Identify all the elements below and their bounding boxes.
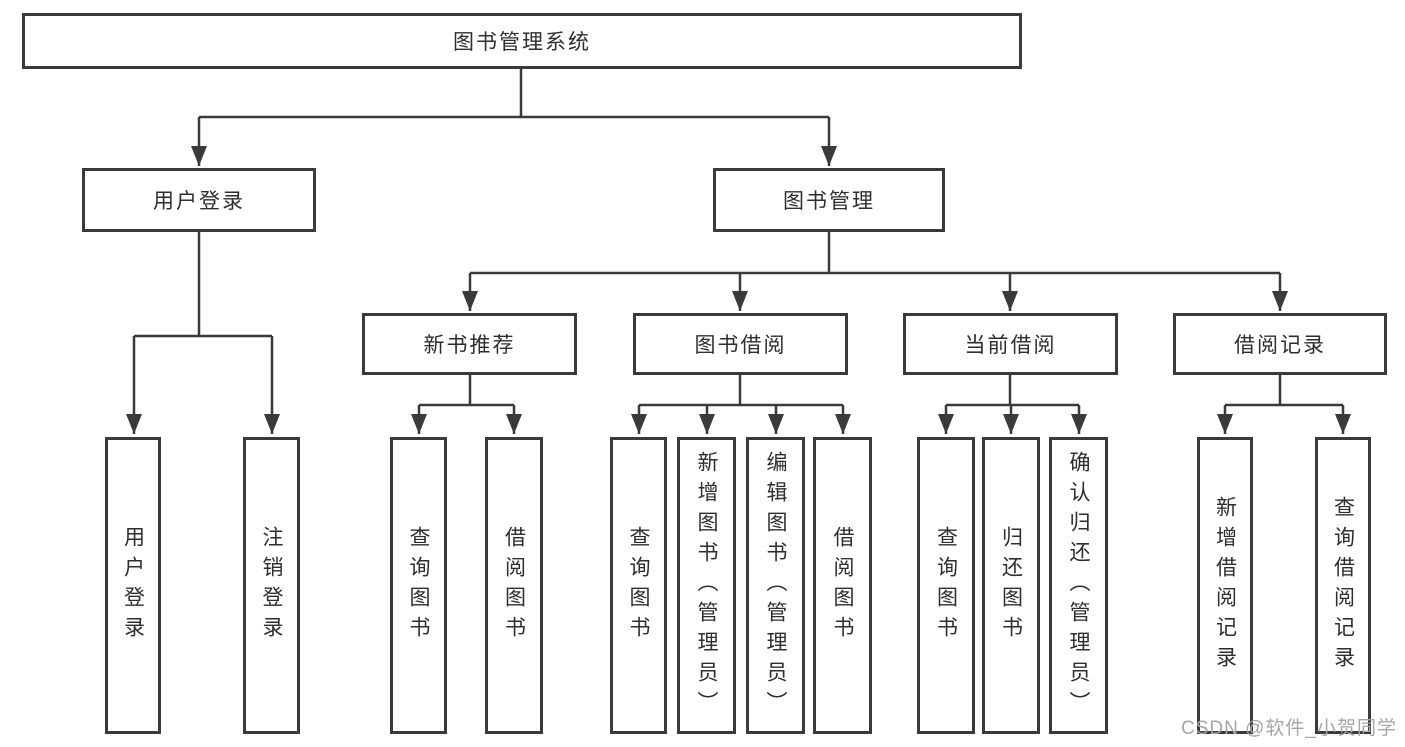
node-current-borrow-label: 当前借阅 <box>964 334 1057 357</box>
node-book-mgmt-label: 图书管理 <box>783 190 875 213</box>
connector-borrow-records-to-leaves <box>1217 374 1351 434</box>
connector-current-borrow-to-leaves <box>938 374 1087 434</box>
leaf-borrow-borrow-label: 借阅图书 <box>831 525 854 646</box>
node-new-books: 新书推荐 <box>362 313 577 375</box>
leaf-current-return-label: 归还图书 <box>999 525 1023 646</box>
connector-user-login-to-leaves <box>126 231 280 434</box>
leaf-borrow-query-label: 查询图书 <box>627 525 650 646</box>
node-book-mgmt: 图书管理 <box>713 168 945 232</box>
leaf-borrow-edit-admin-label: 编辑图书（管理员） <box>764 450 787 721</box>
leaf-current-confirm-admin: 确认归还（管理员） <box>1049 437 1108 734</box>
node-root-label: 图书管理系统 <box>453 31 591 54</box>
leaf-newbooks-borrow-label: 借阅图书 <box>502 525 526 646</box>
node-current-borrow: 当前借阅 <box>903 313 1118 375</box>
leaf-user-login: 用户登录 <box>105 437 161 734</box>
leaf-borrow-add-admin: 新增图书（管理员） <box>677 437 736 734</box>
node-book-borrow-label: 图书借阅 <box>694 334 787 357</box>
leaf-records-add-label: 新增借阅记录 <box>1213 495 1237 676</box>
node-borrow-records: 借阅记录 <box>1173 313 1387 375</box>
leaf-newbooks-borrow: 借阅图书 <box>485 437 543 734</box>
node-user-login: 用户登录 <box>82 168 316 232</box>
leaf-current-return: 归还图书 <box>982 437 1040 734</box>
leaf-borrow-edit-admin: 编辑图书（管理员） <box>746 437 805 734</box>
leaf-current-confirm-admin-label: 确认归还（管理员） <box>1067 450 1090 721</box>
leaf-records-query-label: 查询借阅记录 <box>1331 495 1355 676</box>
leaf-logout-label: 注销登录 <box>260 525 283 646</box>
leaf-logout: 注销登录 <box>243 437 300 734</box>
leaf-newbooks-query: 查询图书 <box>390 437 447 734</box>
leaf-records-query: 查询借阅记录 <box>1315 437 1371 734</box>
leaf-borrow-add-admin-label: 新增图书（管理员） <box>695 450 718 721</box>
connector-new-books-to-leaves <box>411 374 522 434</box>
leaf-user-login-label: 用户登录 <box>121 525 145 646</box>
leaf-records-add: 新增借阅记录 <box>1197 437 1253 734</box>
node-book-borrow: 图书借阅 <box>633 313 848 375</box>
node-new-books-label: 新书推荐 <box>423 334 516 357</box>
leaf-borrow-borrow: 借阅图书 <box>813 437 872 734</box>
node-root-system: 图书管理系统 <box>22 13 1022 69</box>
csdn-watermark: CSDN @软件_小贺同学 <box>1181 718 1397 739</box>
leaf-current-query-label: 查询图书 <box>934 525 958 646</box>
leaf-newbooks-query-label: 查询图书 <box>407 525 430 646</box>
leaf-borrow-query: 查询图书 <box>610 437 667 734</box>
node-borrow-records-label: 借阅记录 <box>1234 334 1326 357</box>
connector-book-mgmt-to-level3 <box>462 231 1288 311</box>
leaf-current-query: 查询图书 <box>917 437 975 734</box>
node-user-login-label: 用户登录 <box>153 190 245 213</box>
connector-root-to-level2 <box>191 68 837 166</box>
connector-book-borrow-to-leaves <box>631 374 851 434</box>
